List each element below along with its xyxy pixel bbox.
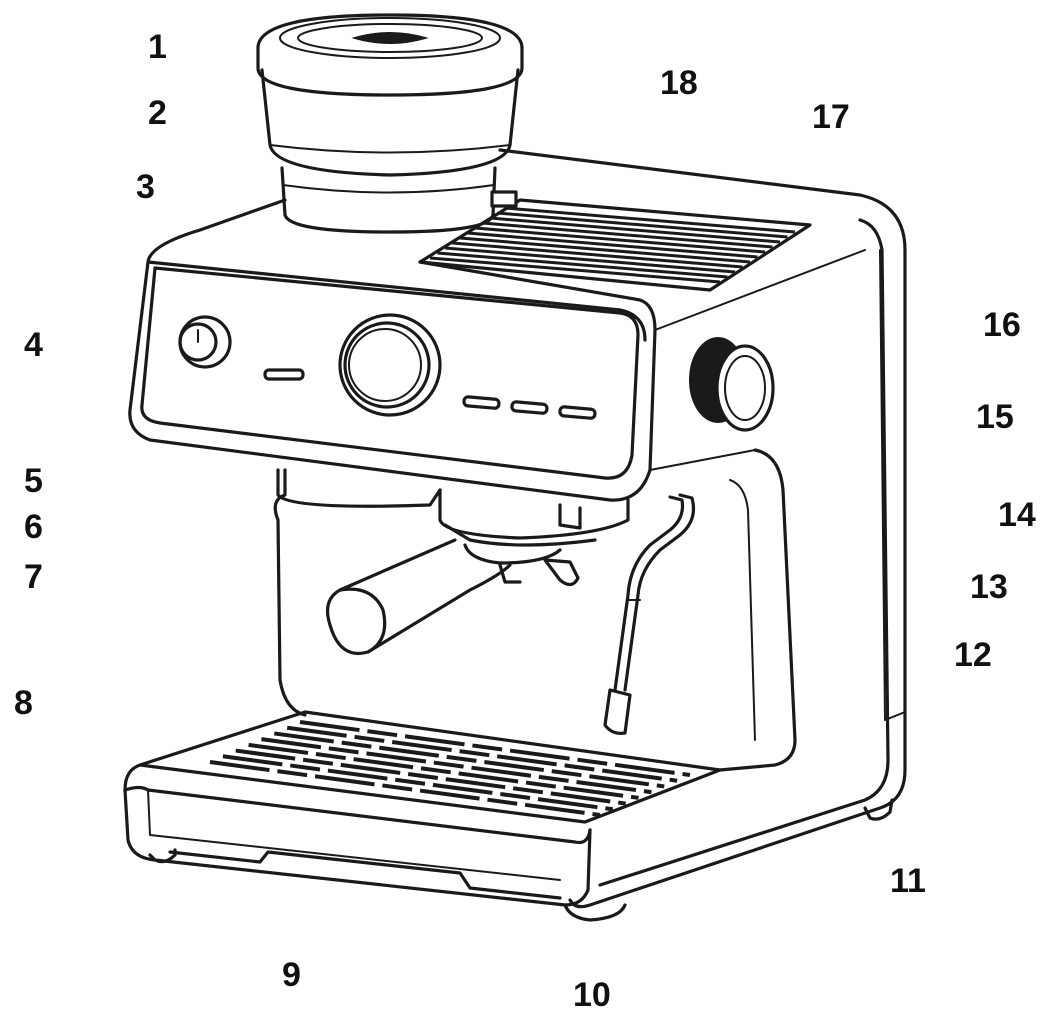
callout-2: 2 bbox=[148, 94, 167, 132]
callout-5: 5 bbox=[24, 462, 43, 500]
drip-tray-slot bbox=[299, 720, 691, 777]
portafilter bbox=[326, 538, 580, 655]
cup-warmer-slot bbox=[497, 211, 788, 239]
cup-warmer-tray bbox=[418, 198, 812, 292]
drip-tray-slot bbox=[248, 742, 639, 800]
central-dial bbox=[338, 313, 442, 417]
cup-warmer-slot bbox=[504, 206, 796, 234]
cup-warmer-slot bbox=[444, 246, 736, 274]
drip-tray-slot bbox=[274, 731, 665, 789]
steam-knob bbox=[689, 337, 775, 432]
drip-tray bbox=[123, 710, 722, 922]
callout-6: 6 bbox=[24, 508, 43, 546]
drip-tray-slot bbox=[261, 737, 652, 795]
callout-14: 14 bbox=[998, 496, 1036, 534]
cup-warmer-slot bbox=[452, 241, 743, 269]
cup-warmer-slot bbox=[467, 231, 758, 259]
callout-3: 3 bbox=[136, 168, 155, 206]
machine-body bbox=[498, 148, 907, 909]
cup-warmer-slot bbox=[482, 221, 773, 249]
cup-warmer-slot bbox=[489, 216, 781, 244]
control-panel bbox=[128, 198, 866, 502]
callout-13: 13 bbox=[970, 568, 1008, 606]
callout-12: 12 bbox=[954, 636, 992, 674]
drip-tray-slot bbox=[209, 760, 601, 817]
callout-7: 7 bbox=[24, 558, 43, 596]
cup-warmer-slot bbox=[474, 226, 766, 254]
indicator-lights bbox=[263, 368, 597, 420]
drip-tray-slot bbox=[222, 754, 614, 812]
callout-9: 9 bbox=[282, 956, 301, 994]
callout-18: 18 bbox=[660, 64, 698, 102]
cup-warmer-slot bbox=[459, 236, 751, 264]
machine-frame bbox=[273, 448, 797, 772]
power-button bbox=[178, 315, 232, 369]
callout-15: 15 bbox=[976, 398, 1014, 436]
callout-16: 16 bbox=[983, 306, 1021, 344]
callout-17: 17 bbox=[812, 98, 850, 136]
drip-tray-slot bbox=[235, 748, 626, 806]
callout-11: 11 bbox=[890, 862, 926, 900]
cup-warmer-slot bbox=[437, 251, 728, 279]
steam-wand bbox=[603, 493, 696, 735]
callout-4: 4 bbox=[24, 326, 43, 364]
callout-8: 8 bbox=[14, 684, 33, 722]
cup-warmer-slot bbox=[429, 256, 721, 284]
brew-group-head bbox=[276, 468, 630, 547]
callout-10: 10 bbox=[573, 976, 611, 1014]
callout-1: 1 bbox=[148, 28, 167, 66]
bean-hopper bbox=[256, 13, 524, 234]
drip-tray-slot bbox=[286, 725, 678, 783]
